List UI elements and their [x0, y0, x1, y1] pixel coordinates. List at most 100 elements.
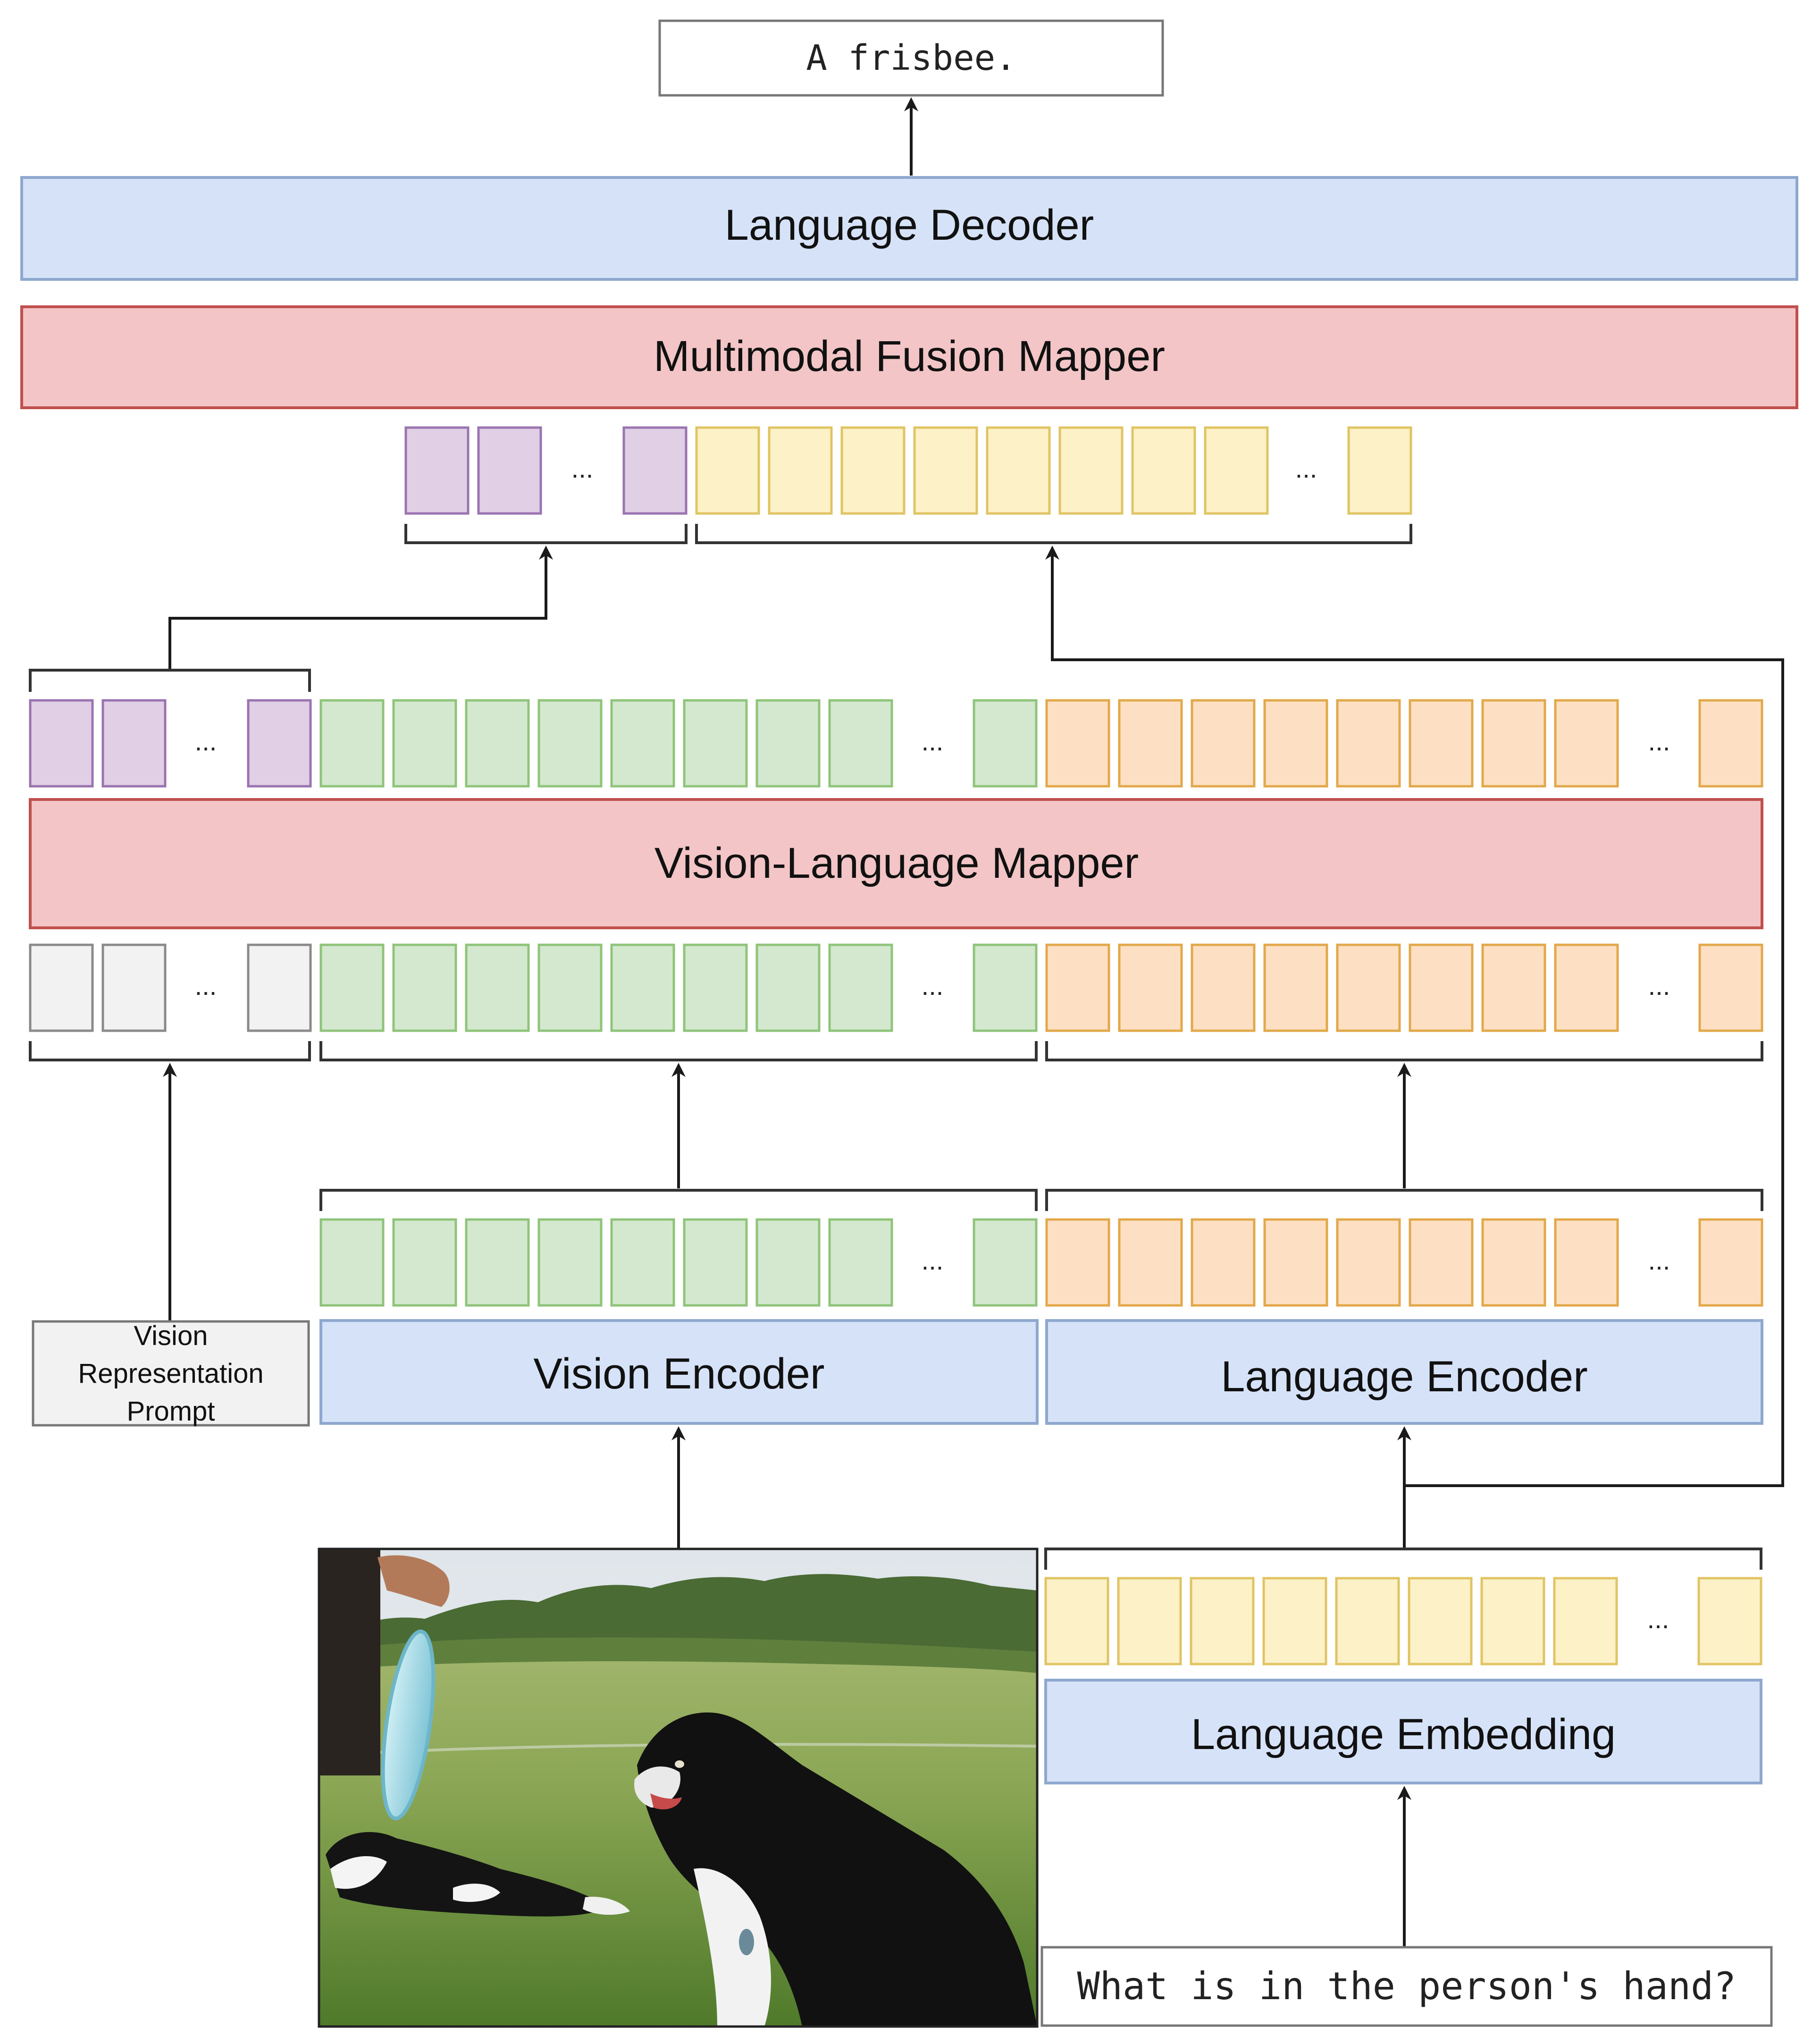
token-orange [1045, 1218, 1110, 1307]
fusion-input-token-row: ... ... [404, 426, 1412, 515]
bracket-vision-encoder-tokens [319, 1189, 1038, 1211]
token-orange [1554, 943, 1619, 1032]
token-orange [1045, 943, 1110, 1032]
multimodal-fusion-mapper-label: Multimodal Fusion Mapper [654, 332, 1165, 380]
language-decoder-block: Language Decoder [20, 176, 1798, 281]
token-ellipsis: ... [922, 971, 944, 1001]
token-green [465, 1218, 530, 1307]
token-yellow [986, 426, 1051, 515]
prompt-line-1: Vision [134, 1321, 208, 1351]
token-ellipsis: ... [195, 971, 217, 1001]
token-orange [1481, 943, 1546, 1032]
output-answer-text: A frisbee. [806, 38, 1016, 78]
language-encoder-label: Language Encoder [1221, 1353, 1588, 1401]
token-orange [1336, 943, 1401, 1032]
token-green [755, 699, 821, 788]
token-gray [29, 943, 94, 1032]
token-orange [1554, 699, 1619, 788]
token-orange [1191, 1218, 1256, 1307]
token-green [537, 1218, 603, 1307]
vision-language-mapper-label: Vision-Language Mapper [654, 839, 1139, 887]
token-green [465, 699, 530, 788]
token-orange [1336, 699, 1401, 788]
token-yellow [1058, 426, 1124, 515]
output-answer-box: A frisbee. [658, 19, 1164, 97]
token-green [319, 1218, 385, 1307]
token-purple [101, 699, 167, 788]
token-green [465, 943, 530, 1032]
token-green [392, 1218, 457, 1307]
language-encoder-block: Language Encoder [1045, 1319, 1763, 1425]
bracket-prompt-input-tokens [29, 1041, 311, 1061]
token-yellow [1131, 426, 1196, 515]
bracket-mapped-prompt-tokens [29, 669, 311, 692]
token-green [537, 943, 603, 1032]
token-orange [1118, 1218, 1183, 1307]
bracket-fusion-prompt-tokens [404, 524, 688, 544]
token-yellow [1347, 426, 1412, 515]
token-purple [247, 699, 312, 788]
token-yellow [1553, 1577, 1618, 1665]
token-green [610, 943, 675, 1032]
token-yellow [840, 426, 906, 515]
multimodal-fusion-mapper-block: Multimodal Fusion Mapper [20, 305, 1798, 409]
token-green [610, 1218, 675, 1307]
token-green [828, 1218, 893, 1307]
input-photo [319, 1549, 1037, 2027]
token-green [755, 1218, 821, 1307]
token-orange [1118, 943, 1183, 1032]
vision-encoder-label: Vision Encoder [533, 1350, 824, 1398]
question-box: What is in the person's hand? [1040, 1946, 1773, 2027]
token-yellow [1697, 1577, 1762, 1665]
prompt-line-3: Prompt [127, 1396, 215, 1427]
token-green [973, 1218, 1038, 1307]
language-embedding-block: Language Embedding [1044, 1679, 1762, 1784]
token-ellipsis: ... [195, 726, 217, 756]
token-ellipsis: ... [922, 1245, 944, 1275]
token-orange [1191, 943, 1256, 1032]
token-ellipsis: ... [1648, 726, 1670, 756]
token-yellow [1262, 1577, 1327, 1665]
token-green [610, 699, 675, 788]
question-text: What is in the person's hand? [1077, 1964, 1736, 2008]
token-yellow [695, 426, 760, 515]
token-yellow [1204, 426, 1269, 515]
token-yellow [1190, 1577, 1255, 1665]
token-green [828, 699, 893, 788]
prompt-line-2: Representation [78, 1358, 263, 1389]
token-green [319, 699, 385, 788]
token-green [537, 699, 603, 788]
token-yellow [1335, 1577, 1400, 1665]
token-green [683, 943, 748, 1032]
vision-representation-prompt-box: Vision Representation Prompt [32, 1320, 310, 1427]
bracket-fusion-text-tokens [695, 524, 1412, 544]
input-photo-border [318, 1548, 1039, 2028]
token-orange [1698, 699, 1763, 788]
token-yellow [768, 426, 833, 515]
token-yellow [1408, 1577, 1473, 1665]
token-orange [1336, 1218, 1401, 1307]
token-orange [1554, 1218, 1619, 1307]
token-purple [29, 699, 94, 788]
token-purple [477, 426, 542, 515]
token-green [392, 943, 457, 1032]
bracket-language-input-tokens [1045, 1041, 1763, 1061]
token-gray [247, 943, 312, 1032]
token-ellipsis: ... [571, 454, 594, 483]
token-orange [1409, 699, 1474, 788]
mapper-output-token-row: ... ... ... [29, 699, 1763, 788]
token-green [683, 1218, 748, 1307]
token-orange [1263, 1218, 1328, 1307]
token-orange [1263, 699, 1328, 788]
token-yellow [1480, 1577, 1545, 1665]
token-orange [1263, 943, 1328, 1032]
token-yellow [1044, 1577, 1109, 1665]
language-embedding-label: Language Embedding [1191, 1710, 1616, 1758]
token-ellipsis: ... [1647, 1604, 1669, 1634]
token-purple [622, 426, 688, 515]
token-green [973, 943, 1038, 1032]
token-orange [1698, 1218, 1763, 1307]
bracket-embedding-tokens [1044, 1548, 1762, 1570]
token-orange [1409, 1218, 1474, 1307]
